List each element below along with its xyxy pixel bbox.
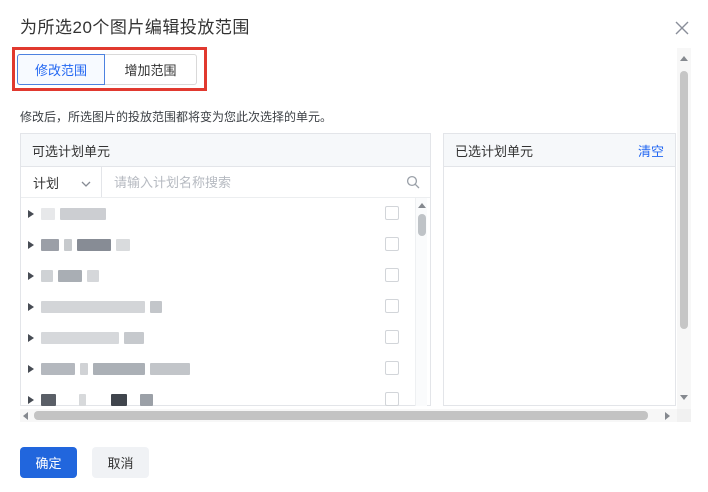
search-icon <box>406 175 420 194</box>
dialog-description: 修改后，所选图片的投放范围都将变为您此次选择的单元。 <box>20 110 333 124</box>
redacted-item-label <box>41 362 195 375</box>
expand-arrow-icon[interactable] <box>28 364 34 373</box>
expand-arrow-icon[interactable] <box>28 302 34 311</box>
list-item[interactable] <box>21 384 414 406</box>
list-item[interactable] <box>21 229 414 260</box>
available-units-panel: 可选计划单元 计划 <box>20 133 431 406</box>
list-item[interactable] <box>21 260 414 291</box>
item-checkbox[interactable] <box>385 330 399 344</box>
expand-arrow-icon[interactable] <box>28 395 34 404</box>
redacted-item-label <box>41 331 149 344</box>
list-item[interactable] <box>21 353 414 384</box>
selected-units-title: 已选计划单元 <box>455 143 534 159</box>
plan-search-input[interactable] <box>102 167 430 197</box>
item-checkbox[interactable] <box>385 392 399 406</box>
scope-tab-group: 修改范围 增加范围 <box>17 54 197 85</box>
scroll-left-icon[interactable] <box>23 412 28 420</box>
confirm-button[interactable]: 确定 <box>20 447 77 478</box>
close-icon[interactable] <box>670 16 694 40</box>
list-scrollbar-thumb[interactable] <box>418 214 426 236</box>
list-item[interactable] <box>21 291 414 322</box>
scroll-down-icon[interactable] <box>680 395 688 400</box>
tab-modify-scope[interactable]: 修改范围 <box>17 54 105 85</box>
dialog-title: 为所选20个图片编辑投放范围 <box>20 18 250 37</box>
clear-selected-link[interactable]: 清空 <box>637 143 664 159</box>
selected-units-empty-body <box>444 167 675 406</box>
redacted-item-label <box>41 393 158 406</box>
redacted-item-label <box>41 207 111 220</box>
list-scrollbar[interactable] <box>415 198 427 406</box>
dialog-horizontal-scrollbar[interactable] <box>20 409 677 422</box>
list-item[interactable] <box>21 322 414 353</box>
list-item[interactable] <box>21 198 414 229</box>
item-checkbox[interactable] <box>385 237 399 251</box>
tab-add-scope[interactable]: 增加范围 <box>105 54 197 85</box>
expand-arrow-icon[interactable] <box>28 240 34 249</box>
scroll-up-icon[interactable] <box>680 56 688 61</box>
dialog-vertical-scrollbar[interactable] <box>677 48 691 409</box>
item-checkbox[interactable] <box>385 206 399 220</box>
plan-dropdown-label: 计划 <box>33 175 60 191</box>
expand-arrow-icon[interactable] <box>28 333 34 342</box>
redacted-item-label <box>41 300 167 313</box>
dialog-footer: 确定 取消 <box>20 447 149 478</box>
scroll-right-icon[interactable] <box>665 412 670 420</box>
scroll-up-icon[interactable] <box>418 203 426 208</box>
available-units-title: 可选计划单元 <box>32 143 111 159</box>
vertical-scrollbar-thumb[interactable] <box>680 71 688 329</box>
selected-units-panel: 已选计划单元 清空 <box>443 133 676 406</box>
expand-arrow-icon[interactable] <box>28 209 34 218</box>
plan-type-dropdown[interactable]: 计划 <box>21 167 102 197</box>
item-checkbox[interactable] <box>385 268 399 282</box>
redacted-item-label <box>41 269 104 282</box>
redacted-item-label <box>41 238 135 251</box>
scrollbar-corner <box>677 409 691 422</box>
item-checkbox[interactable] <box>385 299 399 313</box>
chevron-down-icon <box>81 175 91 190</box>
cancel-button[interactable]: 取消 <box>92 447 149 478</box>
plan-unit-list <box>21 198 414 406</box>
item-checkbox[interactable] <box>385 361 399 375</box>
expand-arrow-icon[interactable] <box>28 271 34 280</box>
horizontal-scrollbar-thumb[interactable] <box>34 411 648 420</box>
